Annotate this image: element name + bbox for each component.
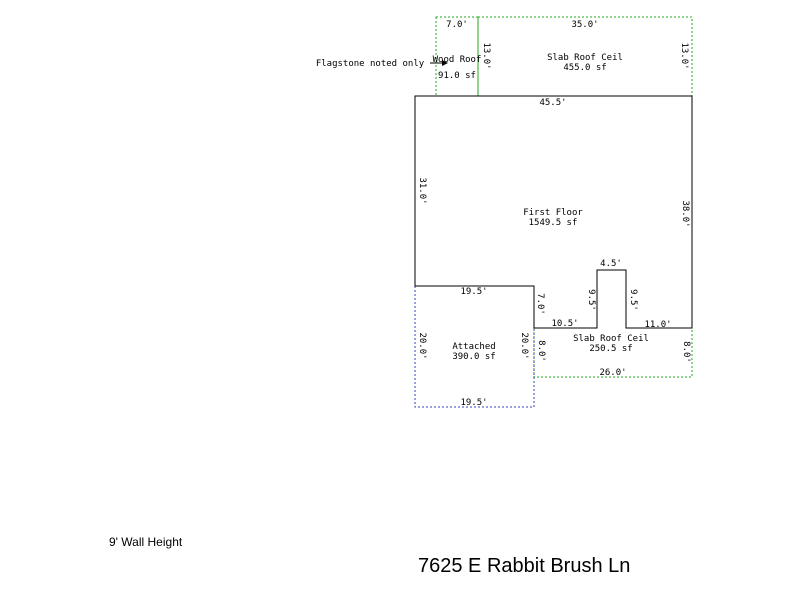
dim-ff-top: 45.5': [539, 98, 566, 108]
dim-att-bottom: 19.5': [460, 398, 487, 408]
first-floor-name: First Floor: [523, 208, 583, 218]
dim-bottom-right-seg: 11.0': [644, 320, 671, 330]
dim-ff-step: 7.0': [535, 293, 545, 315]
slab-roof-top-area: 455.0 sf: [563, 63, 606, 73]
slab-roof-bottom-outline: [533, 328, 693, 378]
dim-att-left: 20.0': [417, 332, 427, 359]
slab-roof-bottom-area: 250.5 sf: [589, 344, 632, 354]
dim-att-top: 19.5': [460, 287, 487, 297]
wall-height-label: 9' Wall Height: [109, 535, 183, 549]
dim-notch-left: 9.5': [586, 289, 596, 311]
wood-roof-name: Wood Roof: [433, 55, 482, 65]
attached-outline: [414, 286, 535, 408]
dim-slab-right: 13.0': [679, 42, 689, 69]
dim-notch-right: 9.5': [628, 289, 638, 311]
dim-wood-right: 13.0': [481, 42, 491, 69]
attached-area: 390.0 sf: [452, 352, 495, 362]
first-floor-outline: [414, 95, 693, 329]
wood-roof-area: 91.0 sf: [438, 71, 476, 81]
dim-att-right: 20.0': [519, 332, 529, 359]
first-floor-area: 1549.5 sf: [529, 218, 578, 228]
dim-slab-top: 35.0': [571, 20, 598, 30]
slab-roof-bottom-name: Slab Roof Ceil: [573, 334, 649, 344]
dim-wood-top: 7.0': [446, 20, 468, 30]
note-arrow-head: [442, 60, 448, 66]
dim-ff-right: 38.0': [680, 200, 690, 227]
dim-notch-top: 4.5': [600, 259, 622, 269]
attached-name: Attached: [452, 342, 495, 352]
slab-roof-top-name: Slab Roof Ceil: [547, 53, 623, 63]
dim-slab2-right: 8.0': [681, 341, 691, 363]
dim-slab2-left: 8.0': [536, 340, 546, 362]
property-address: 7625 E Rabbit Brush Ln: [418, 555, 630, 577]
flagstone-note: Flagstone noted only: [316, 59, 425, 69]
dim-bottom-left-seg: 10.5': [551, 319, 578, 329]
dim-ff-left: 31.0': [417, 177, 427, 204]
dim-slab2-bottom: 26.0': [599, 368, 626, 378]
